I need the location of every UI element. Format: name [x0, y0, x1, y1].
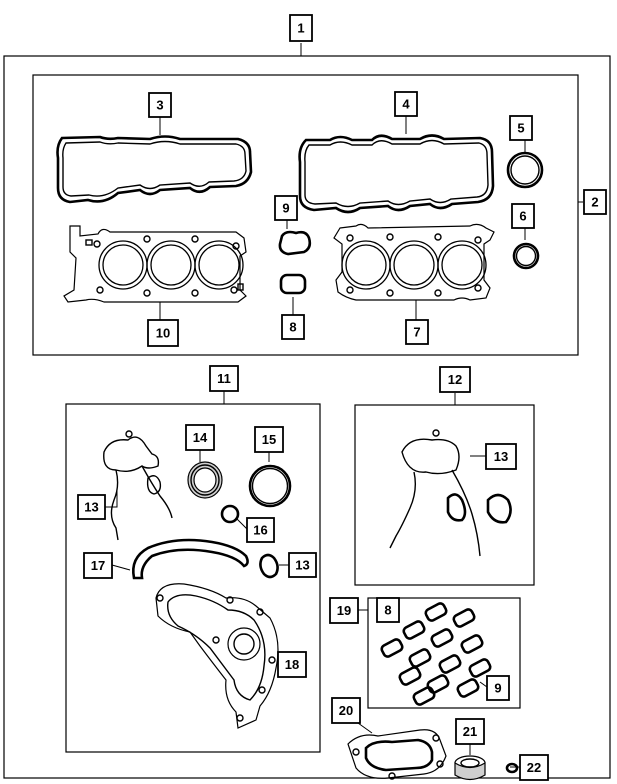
svg-text:21: 21	[463, 724, 477, 739]
svg-text:11: 11	[217, 371, 231, 386]
callout-22: 22	[519, 754, 549, 781]
callout-7: 7	[405, 319, 429, 345]
callout-14: 14	[185, 424, 215, 451]
o-ring-large	[506, 151, 544, 189]
svg-text:19: 19	[337, 603, 351, 618]
callout-2: 2	[583, 189, 607, 215]
leader-lines	[105, 43, 583, 768]
svg-text:14: 14	[193, 430, 208, 445]
o-ring-16	[220, 504, 240, 524]
cylinder-head-gasket-left	[63, 225, 247, 303]
svg-text:9: 9	[494, 681, 501, 696]
svg-text:22: 22	[527, 760, 541, 775]
svg-text:17: 17	[91, 558, 105, 573]
svg-text:15: 15	[262, 432, 276, 447]
callout-18: 18	[277, 651, 307, 678]
svg-text:6: 6	[519, 209, 526, 224]
callout-6: 6	[511, 203, 535, 229]
svg-text:13: 13	[84, 500, 98, 515]
o-ring-small	[512, 242, 540, 270]
callout-20: 20	[331, 697, 361, 724]
svg-text:13: 13	[295, 558, 309, 573]
small-gasket-13-lower	[259, 553, 279, 579]
svg-text:7: 7	[413, 325, 420, 340]
callout-15: 15	[254, 426, 284, 453]
timing-cover-gasket-11	[103, 430, 173, 541]
svg-text:16: 16	[253, 523, 267, 538]
svg-text:4: 4	[402, 97, 410, 112]
curved-gasket-17	[132, 538, 249, 580]
svg-text:8: 8	[384, 603, 391, 618]
callout-10: 10	[147, 319, 179, 347]
svg-text:2: 2	[591, 195, 598, 210]
svg-text:12: 12	[448, 372, 462, 387]
svg-text:1: 1	[297, 21, 304, 36]
o-ring-22	[505, 762, 519, 774]
lower-seal-set-frame	[354, 404, 535, 586]
valve-cover-gasket-right	[298, 134, 495, 214]
small-gasket-8-upper	[279, 273, 307, 295]
svg-text:13: 13	[494, 449, 508, 464]
cylinder-seal-21	[454, 755, 486, 781]
small-gasket-9-upper	[278, 230, 312, 256]
valve-cover-gasket-left	[56, 135, 253, 204]
callout-17: 17	[83, 552, 113, 579]
callout-13-group12: 13	[485, 443, 517, 470]
callout-21: 21	[455, 718, 485, 745]
svg-text:3: 3	[156, 98, 163, 113]
water-pump-gasket	[155, 583, 279, 729]
o-ring-15	[248, 464, 292, 508]
callout-4: 4	[394, 91, 418, 117]
callout-8-lower: 8	[376, 597, 400, 623]
svg-text:9: 9	[282, 201, 289, 216]
callout-11: 11	[209, 365, 239, 392]
callout-9-lower: 9	[486, 675, 510, 701]
svg-text:18: 18	[285, 657, 299, 672]
crankshaft-seal	[187, 461, 223, 499]
callout-19: 19	[329, 597, 359, 624]
intake-gasket-set-frame	[367, 597, 521, 709]
callout-9-upper: 9	[274, 195, 298, 221]
callout-12: 12	[439, 366, 471, 393]
cylinder-head-gasket-right	[333, 223, 495, 301]
timing-cover-set-frame	[65, 403, 321, 753]
timing-cover-gasket-12	[389, 429, 512, 557]
svg-text:5: 5	[517, 121, 524, 136]
intake-gasket-grid	[380, 602, 492, 706]
svg-text:8: 8	[289, 320, 296, 335]
callout-1: 1	[289, 14, 313, 42]
callout-8-upper: 8	[281, 314, 305, 340]
callout-13-left: 13	[77, 494, 106, 520]
callout-16: 16	[246, 517, 275, 543]
svg-text:10: 10	[156, 326, 170, 341]
upper-gasket-set-frame	[32, 74, 579, 356]
callout-13-right: 13	[288, 552, 317, 578]
callout-3: 3	[148, 92, 172, 118]
kit-outer-frame	[3, 55, 611, 779]
callout-5: 5	[509, 115, 533, 141]
flange-gasket-20	[347, 729, 447, 780]
svg-text:20: 20	[339, 703, 353, 718]
